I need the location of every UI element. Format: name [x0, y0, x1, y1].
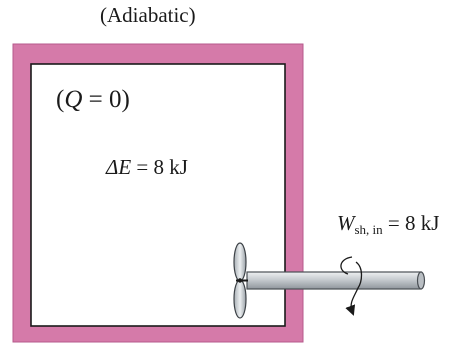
shaft	[246, 271, 426, 290]
heat-symbol: Q	[64, 86, 83, 113]
shaft-work-symbol: W	[337, 211, 355, 235]
heat-close-paren: )	[121, 86, 130, 113]
shaft-work-label: Wsh, in = 8 kJ	[337, 211, 439, 236]
energy-change-equals: =	[131, 155, 154, 179]
shaft-work-subscript: sh, in	[354, 222, 383, 237]
shaft-work-value: 8 kJ	[405, 211, 440, 235]
heat-value: 0	[109, 86, 122, 113]
rotation-arrow-icon	[340, 256, 363, 316]
heat-open-paren: (	[56, 86, 65, 113]
paddle-wheel	[233, 242, 248, 319]
heat-transfer-label: (Q = 0)	[56, 86, 130, 114]
heat-equals: =	[82, 86, 109, 113]
adiabatic-label: (Adiabatic)	[100, 3, 196, 27]
energy-change-symbol: ΔE	[106, 155, 132, 179]
energy-change-value: 8 kJ	[153, 155, 188, 179]
energy-change-label: ΔE = 8 kJ	[106, 155, 188, 180]
shaft-work-equals: =	[382, 211, 406, 235]
